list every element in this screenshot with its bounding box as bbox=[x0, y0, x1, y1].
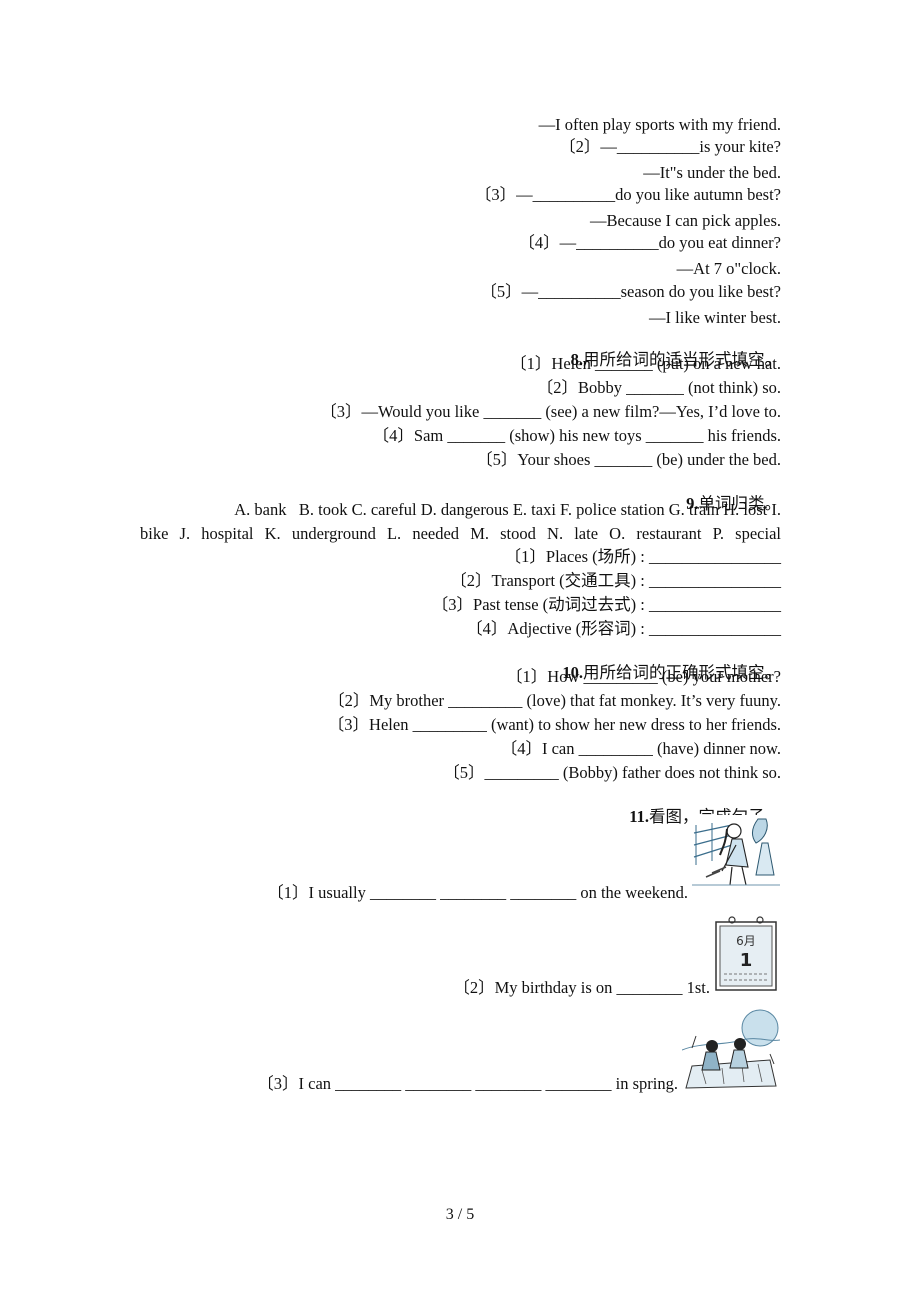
calendar-picture: 6月 1 bbox=[712, 912, 780, 994]
q7-line-5: —Because I can pick apples. bbox=[589, 211, 781, 230]
q10-item-1: 〔1〕How _________ (be) your mother? bbox=[506, 667, 781, 686]
q7-line-9: —I like winter best. bbox=[649, 308, 781, 327]
q8-item-2: 〔2〕Bobby _______ (not think) so. bbox=[536, 378, 781, 397]
q8-heading: 8.用所给词的适当形式填空。 bbox=[562, 330, 781, 370]
q9-item-4: 〔4〕Adjective (形容词) : ________________ bbox=[466, 619, 781, 638]
q10-item-5: 〔5〕_________ (Bobby) father does not thi… bbox=[443, 763, 781, 782]
q7-line-8: 〔5〕—__________season do you like best? bbox=[480, 282, 781, 301]
q11-item-3: 〔3〕I can ________ ________ ________ ____… bbox=[257, 1074, 678, 1093]
q8-item-5: 〔5〕Your shoes _______ (be) under the bed… bbox=[476, 450, 781, 469]
q8-item-3: 〔3〕—Would you like _______ (see) a new f… bbox=[320, 402, 781, 421]
q7-line-7: —At 7 o"clock. bbox=[676, 259, 781, 278]
q9-number: 9. bbox=[686, 494, 699, 513]
q9-word-line-1: A. bank B. took C. careful D. dangerous … bbox=[234, 500, 781, 519]
q9-item-3: 〔3〕Past tense (动词过去式) : ________________ bbox=[431, 595, 781, 614]
q7-line-4: 〔3〕—__________do you like autumn best? bbox=[474, 185, 781, 204]
q10-heading: 10.用所给词的正确形式填空。 bbox=[554, 643, 781, 683]
q9-item-2: 〔2〕Transport (交通工具) : ________________ bbox=[450, 571, 781, 590]
q10-item-4: 〔4〕I can _________ (have) dinner now. bbox=[500, 739, 781, 758]
q10-item-2: 〔2〕My brother _________ (love) that fat … bbox=[328, 691, 781, 710]
q9-title: 单词归类。 bbox=[698, 494, 782, 513]
q10-number: 10. bbox=[562, 663, 583, 682]
q7-line-2: 〔2〕—__________is your kite? bbox=[559, 137, 781, 156]
q8-title: 用所给词的适当形式填空。 bbox=[583, 350, 781, 369]
calendar-day-number: 1 bbox=[740, 950, 753, 971]
q9-word-line-2: bike J. hospital K. underground L. neede… bbox=[140, 524, 781, 543]
spring-picnic-picture bbox=[681, 1006, 781, 1090]
page-number: 3 / 5 bbox=[445, 1206, 475, 1223]
q11-item-2: 〔2〕My birthday is on ________ 1st. bbox=[453, 978, 710, 997]
q9-heading: 9.单词归类。 bbox=[678, 474, 781, 514]
q8-item-4: 〔4〕Sam _______ (show) his new toys _____… bbox=[372, 426, 781, 445]
q10-title: 用所给词的正确形式填空。 bbox=[583, 663, 781, 682]
calendar-month-text: 6月 bbox=[736, 934, 756, 948]
q8-number: 8. bbox=[570, 350, 583, 369]
q9-item-1: 〔1〕Places (场所) : ________________ bbox=[504, 547, 781, 566]
q7-line-3: —It"s under the bed. bbox=[643, 163, 781, 182]
q11-item-1: 〔1〕I usually ________ ________ ________ … bbox=[267, 883, 688, 902]
q10-item-3: 〔3〕Helen _________ (want) to show her ne… bbox=[327, 715, 781, 734]
sweeping-floor-picture bbox=[692, 815, 780, 891]
q7-line-6: 〔4〕—__________do you eat dinner? bbox=[518, 233, 781, 252]
q8-item-1: 〔1〕Helen _______ (put) on a new hat. bbox=[510, 354, 781, 373]
q11-number: 11. bbox=[629, 807, 649, 826]
q7-line-1: —I often play sports with my friend. bbox=[538, 115, 781, 134]
